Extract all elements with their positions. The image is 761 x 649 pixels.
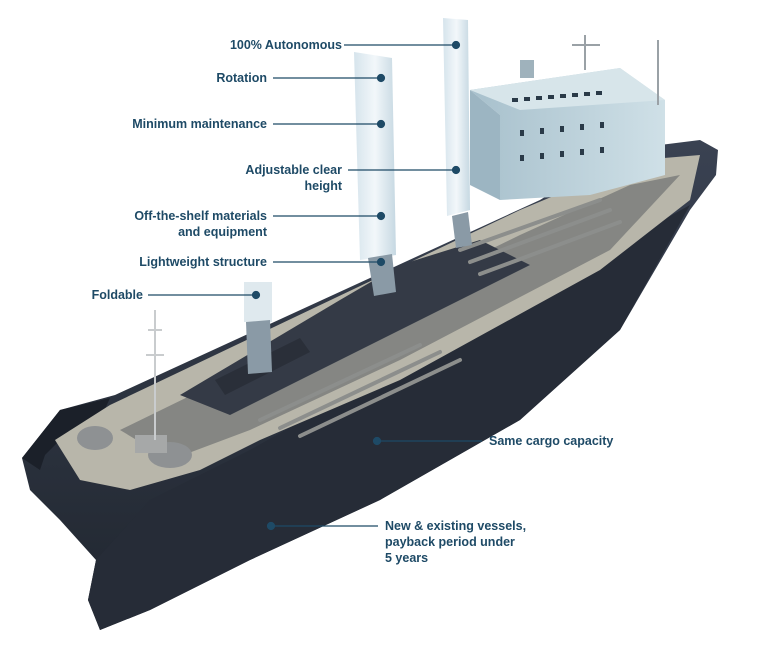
callout-lightweight: Lightweight structure xyxy=(139,254,267,270)
callout-text: Minimum maintenance xyxy=(132,117,267,131)
callout-text: Adjustable clear xyxy=(245,163,342,177)
hull-side xyxy=(88,205,690,630)
callout-text: height xyxy=(304,179,343,193)
leader-lines xyxy=(148,40,482,531)
callout-text: Foldable xyxy=(91,288,143,302)
callout-text: Same cargo capacity xyxy=(489,434,614,448)
wingsail-middle xyxy=(354,52,396,296)
callout-text: and equipment xyxy=(178,225,267,239)
superstructure-front xyxy=(470,90,500,200)
callout-text: Rotation xyxy=(216,71,267,85)
callout-materials: Off-the-shelf materials and equipment xyxy=(134,208,267,240)
callout-rotation: Rotation xyxy=(216,70,267,86)
callout-vessels: New & existing vessels, payback period u… xyxy=(385,518,526,566)
deck-pipes xyxy=(258,198,622,438)
callout-cargo: Same cargo capacity xyxy=(489,433,613,449)
radar-mast xyxy=(572,35,659,105)
funnel xyxy=(520,60,534,78)
callout-foldable: Foldable xyxy=(92,287,143,303)
wingsail-folded xyxy=(244,282,272,374)
callout-text: 100% Autonomous xyxy=(229,38,342,52)
callout-text: 5 years xyxy=(385,551,429,565)
wingsail-rear xyxy=(443,18,472,248)
superstructure-roof xyxy=(470,68,665,110)
callout-text: Lightweight structure xyxy=(139,255,267,269)
bow-mast xyxy=(146,310,164,440)
callout-maintenance: Minimum maintenance xyxy=(132,116,267,132)
callout-text: New & existing vessels, xyxy=(385,519,527,533)
bow-machinery xyxy=(77,426,192,468)
callout-text: payback period under xyxy=(385,535,515,549)
superstructure-windows xyxy=(512,91,604,161)
callout-clear-height: Adjustable clear height xyxy=(245,162,342,194)
callout-autonomous: 100% Autonomous xyxy=(230,37,342,53)
callout-text: Off-the-shelf materials xyxy=(134,209,267,223)
